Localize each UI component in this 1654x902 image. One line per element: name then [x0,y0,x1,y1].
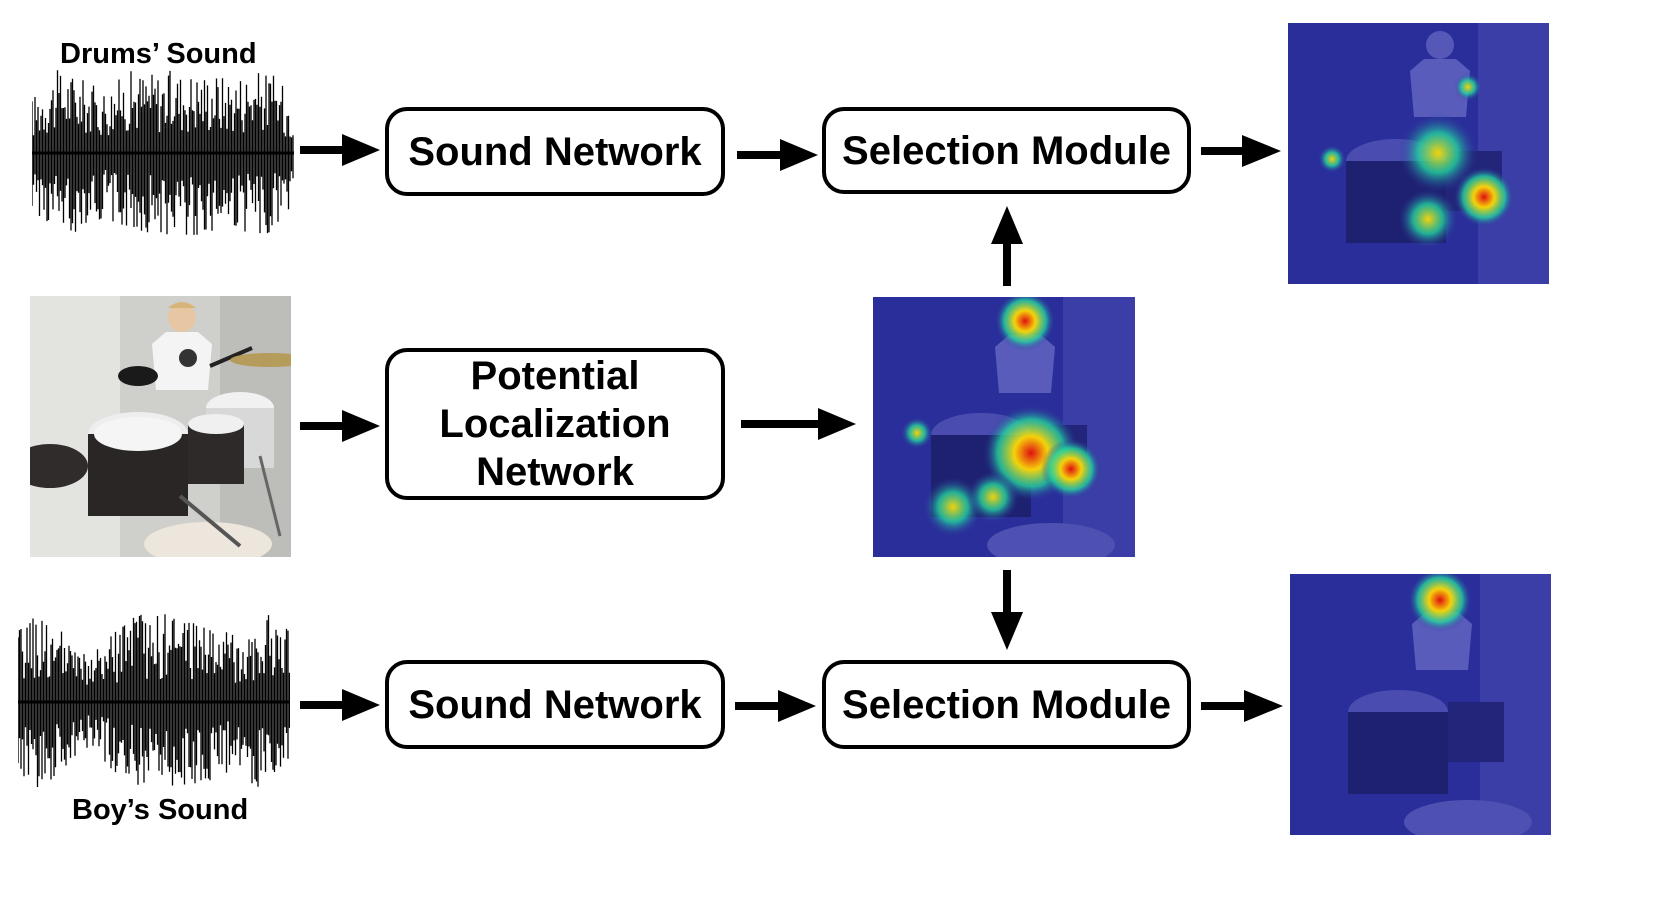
boys-sound-label: Boy’s Sound [72,794,249,826]
arrow-heatmap-down-to-selection [991,570,1023,650]
selection-module-top-label: Selection Module [842,128,1171,173]
selection-module-top-box: Selection Module [822,107,1191,194]
selection-module-bottom-box: Selection Module [822,660,1191,749]
arrow-sound-network-to-selection-top [737,139,818,171]
arrow-sound-network-to-selection-bottom [735,690,816,722]
selection-module-bottom-label: Selection Module [842,682,1171,727]
arrow-localization-to-heatmap [741,408,856,440]
potential-localization-network-label: Potential Localization Network [439,352,670,496]
box-line-1: Potential [470,354,640,398]
box-line-3: Network [476,450,634,494]
sound-network-top-box: Sound Network [385,107,725,196]
potential-localization-network-box: Potential Localization Network [385,348,725,500]
arrow-image-to-localization [300,410,380,442]
arrow-heatmap-up-to-selection [991,206,1023,286]
boy-waveform [18,614,290,787]
drums-waveform [32,70,294,235]
box-line-2: Localization [439,402,671,446]
potential-localization-heatmap [873,297,1135,557]
boy-localization-output [1290,574,1551,835]
arrow-drums-to-sound-network [300,134,380,166]
arrow-selection-bottom-to-output [1201,690,1283,722]
drums-localization-output [1288,23,1549,284]
waveform-trace [32,70,294,235]
sound-network-bottom-label: Sound Network [408,682,702,727]
arrow-selection-top-to-output [1201,135,1281,167]
sound-network-top-label: Sound Network [408,129,702,174]
input-video-frame [30,296,291,557]
drums-sound-label: Drums’ Sound [60,38,257,70]
arrow-boy-to-sound-network [300,689,380,721]
sound-network-bottom-box: Sound Network [385,660,725,749]
